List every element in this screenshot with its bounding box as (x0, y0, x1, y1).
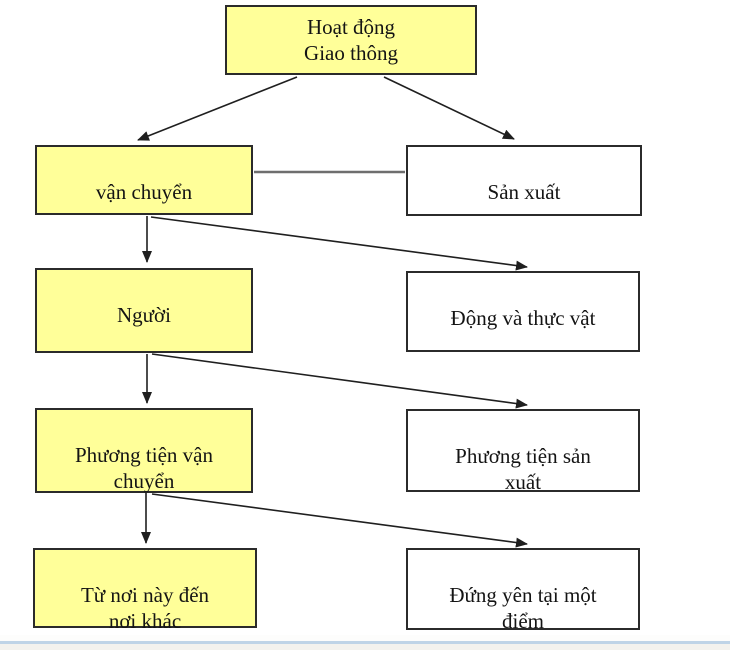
edge-nguoi-to-ptsanxuat (151, 353, 528, 409)
node-phuong-tien-van-chuyen: Phương tiện vận chuyển (35, 408, 253, 493)
edge-vanchuyen-to-dongthucvat (150, 216, 528, 271)
slide-bottom-edge (0, 635, 730, 650)
edge-hoatdong-to-sanxuat (383, 76, 515, 140)
node-phuong-tien-san-xuat: Phương tiện sản xuất (406, 409, 640, 494)
node-san-xuat: Sản xuất (406, 145, 642, 216)
node-label: Sản xuất (487, 180, 561, 204)
node-dung-yen-tai-mot-diem: Đứng yên tại một điểm (406, 548, 640, 633)
node-hoat-dong-giao-thong: Hoạt động Giao thông (225, 5, 477, 75)
node-label: Người (117, 303, 171, 327)
node-label: Hoạt động Giao thông (304, 15, 398, 65)
node-dong-va-thuc-vat: Động và thực vật (406, 271, 640, 352)
node-label: Phương tiện sản xuất (455, 444, 591, 494)
node-van-chuyen: vận chuyển (35, 145, 253, 215)
edge-hoatdong-to-vanchuyen (137, 76, 298, 141)
bottom-edge-gray (0, 644, 730, 650)
edge-ptvanchuyen-to-dungyen (151, 493, 528, 548)
bottom-edge-blue-line (0, 641, 730, 644)
node-nguoi: Người (35, 268, 253, 353)
node-label: Từ nơi này đến nơi khác (80, 583, 210, 633)
node-label: Đứng yên tại một điểm (449, 583, 597, 633)
node-label: Động và thực vật (450, 306, 596, 330)
node-tu-noi-nay-den-noi-khac: Từ nơi này đến nơi khác (33, 548, 257, 633)
node-label: vận chuyển (95, 180, 193, 204)
bottom-edge-white (0, 635, 730, 641)
node-label: Phương tiện vận chuyển (75, 443, 213, 493)
